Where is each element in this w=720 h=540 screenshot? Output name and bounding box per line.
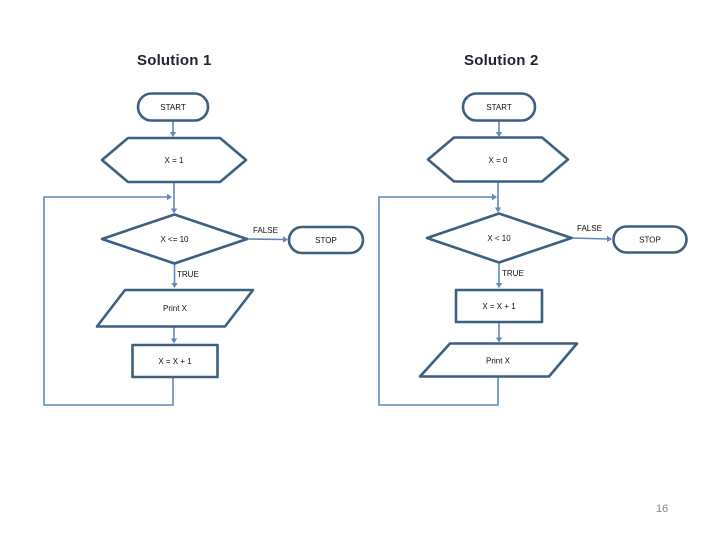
s2-false-label: FALSE — [577, 224, 602, 233]
s1-init-label: X = 1 — [165, 156, 184, 165]
s2-condition-label: X < 10 — [487, 234, 511, 243]
s1-print-label: Print X — [163, 304, 188, 313]
s1-start-node — [136, 92, 210, 122]
s1-condition-label: X <= 10 — [160, 235, 189, 244]
s1-stop-label: STOP — [315, 236, 337, 245]
solution2-flowchart: START X = 0 X < 10 FALSE TRUE STOP X = X… — [378, 92, 688, 406]
s1-arrow-loop-junction — [167, 193, 172, 201]
s2-edge-loop-back — [378, 196, 499, 406]
s2-arrow-loop-junction — [492, 193, 497, 201]
s2-start-node — [461, 92, 537, 122]
page-number: 16 — [656, 503, 669, 515]
s1-condition-node — [100, 213, 249, 265]
s1-start-label: START — [160, 103, 186, 112]
s2-arrow-into-condition — [494, 207, 502, 213]
s2-print-label: Print X — [486, 357, 511, 366]
s1-arrow-into-condition — [170, 208, 178, 214]
s1-arrow-into-init — [169, 132, 177, 137]
s1-arrow-into-increment — [170, 338, 178, 344]
s2-print-node — [418, 342, 579, 378]
s2-condition-node — [425, 212, 573, 264]
s2-init-node — [426, 136, 570, 183]
s2-true-label: TRUE — [502, 269, 524, 278]
s2-increment-label: X = X + 1 — [482, 302, 516, 311]
s2-init-label: X = 0 — [489, 156, 508, 165]
s1-print-node — [95, 288, 255, 328]
s2-arrow-into-stop — [607, 235, 612, 243]
s1-increment-node — [131, 343, 219, 379]
s2-stop-label: STOP — [639, 236, 661, 245]
s1-init-node — [100, 136, 248, 184]
s2-arrow-into-init — [495, 132, 503, 137]
solution2-title: Solution 2 — [464, 52, 539, 69]
s1-true-label: TRUE — [177, 270, 199, 279]
s2-stop-node — [612, 225, 688, 254]
s1-edge-loop-back — [43, 196, 174, 406]
s2-arrow-into-print — [495, 337, 503, 343]
s2-increment-node — [454, 288, 544, 324]
s1-arrow-into-stop — [283, 236, 288, 243]
s1-false-label: FALSE — [253, 226, 278, 235]
s1-increment-label: X = X + 1 — [158, 357, 192, 366]
s2-edge-false — [571, 237, 609, 240]
s1-stop-node — [287, 225, 365, 255]
s1-arrow-into-print — [171, 283, 178, 288]
solution1-flowchart: START X = 1 X <= 10 FALSE TRUE STOP Prin… — [43, 92, 365, 406]
s2-arrow-into-increment — [495, 283, 503, 288]
solution1-title: Solution 1 — [137, 52, 212, 69]
s2-start-label: START — [486, 103, 512, 112]
s1-edge-false — [246, 238, 285, 241]
